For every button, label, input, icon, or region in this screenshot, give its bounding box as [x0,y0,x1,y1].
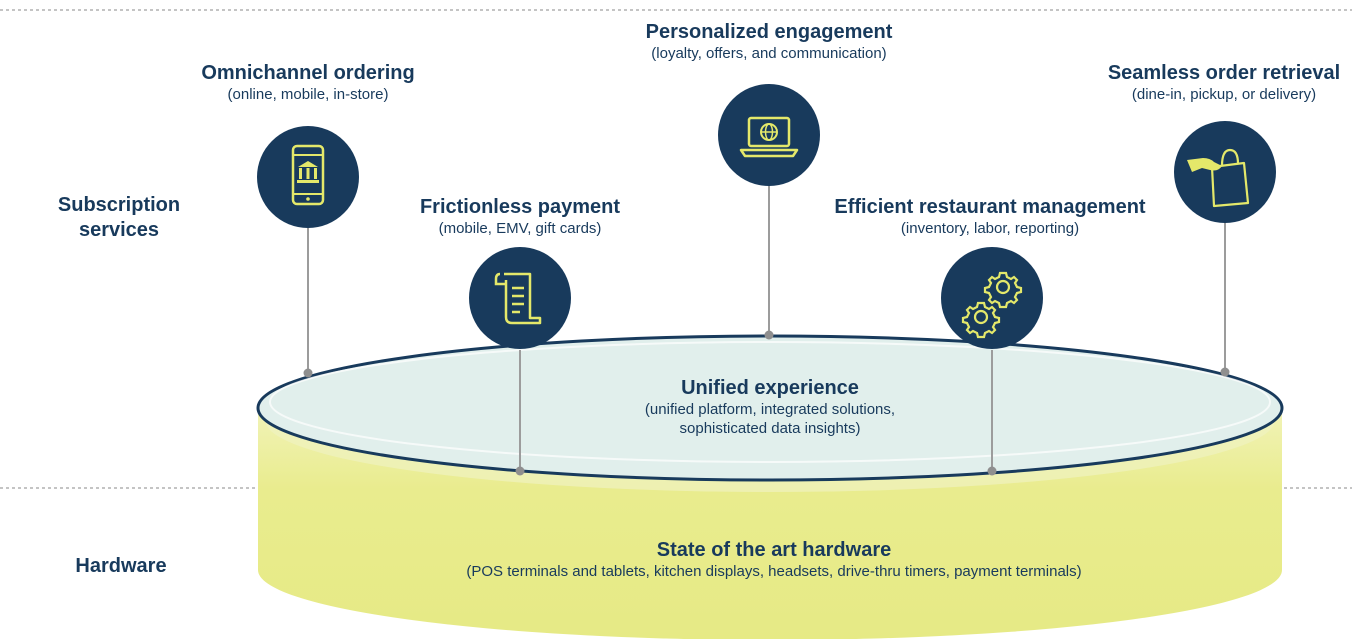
subscription-services-label: Subscription services [58,193,180,243]
stem-dot-retrieval [1220,367,1230,377]
platform-title: Unified experience [681,377,859,399]
hardware-title: State of the art hardware [656,539,892,561]
unified-platform-highlight [269,341,1271,463]
shopping-bag-hand-icon [1174,121,1276,223]
mobile-bank-icon [257,126,359,228]
unified-experience-label: Unified experience (unified platform, in… [645,376,895,438]
stem-dot-management [987,466,997,476]
feature-management: Efficient restaurant management (invento… [834,195,1145,238]
feature-subtitle: (inventory, labor, reporting) [900,220,1080,237]
laptop-globe-icon [718,84,820,186]
platform-subtitle-line1: (unified platform, integrated solutions, [644,401,896,418]
feature-title: Frictionless payment [419,196,621,218]
stem-dot-payment [515,466,525,476]
feature-title: Personalized engagement [645,21,893,43]
feature-title: Seamless order retrieval [1107,62,1341,84]
feature-subtitle: (loyalty, offers, and communication) [651,45,887,62]
hardware-base-label: State of the art hardware (POS terminals… [466,538,1081,581]
feature-subtitle: (online, mobile, in-store) [227,86,389,103]
stems [307,185,1226,470]
subscription-label-line2: services [78,219,160,241]
feature-payment: Frictionless payment (mobile, EMV, gift … [420,195,620,238]
feature-retrieval: Seamless order retrieval (dine-in, picku… [1108,61,1340,104]
feature-engagement: Personalized engagement (loyalty, offers… [646,20,893,63]
feature-subtitle: (dine-in, pickup, or delivery) [1131,86,1317,103]
hardware-label: Hardware [75,555,167,577]
receipt-scroll-icon [469,247,571,349]
stem-dot-omnichannel [303,368,313,378]
feature-title: Omnichannel ordering [201,62,415,84]
stem-dot-engagement [764,330,774,340]
feature-omnichannel: Omnichannel ordering (online, mobile, in… [201,61,414,104]
subscription-label-line1: Subscription [57,194,181,216]
platform-subtitle-line2: sophisticated data insights) [679,420,861,437]
gears-icon [941,247,1043,349]
feature-subtitle: (mobile, EMV, gift cards) [438,220,602,237]
feature-title: Efficient restaurant management [834,196,1146,218]
hardware-subtitle: (POS terminals and tablets, kitchen disp… [466,563,1082,580]
